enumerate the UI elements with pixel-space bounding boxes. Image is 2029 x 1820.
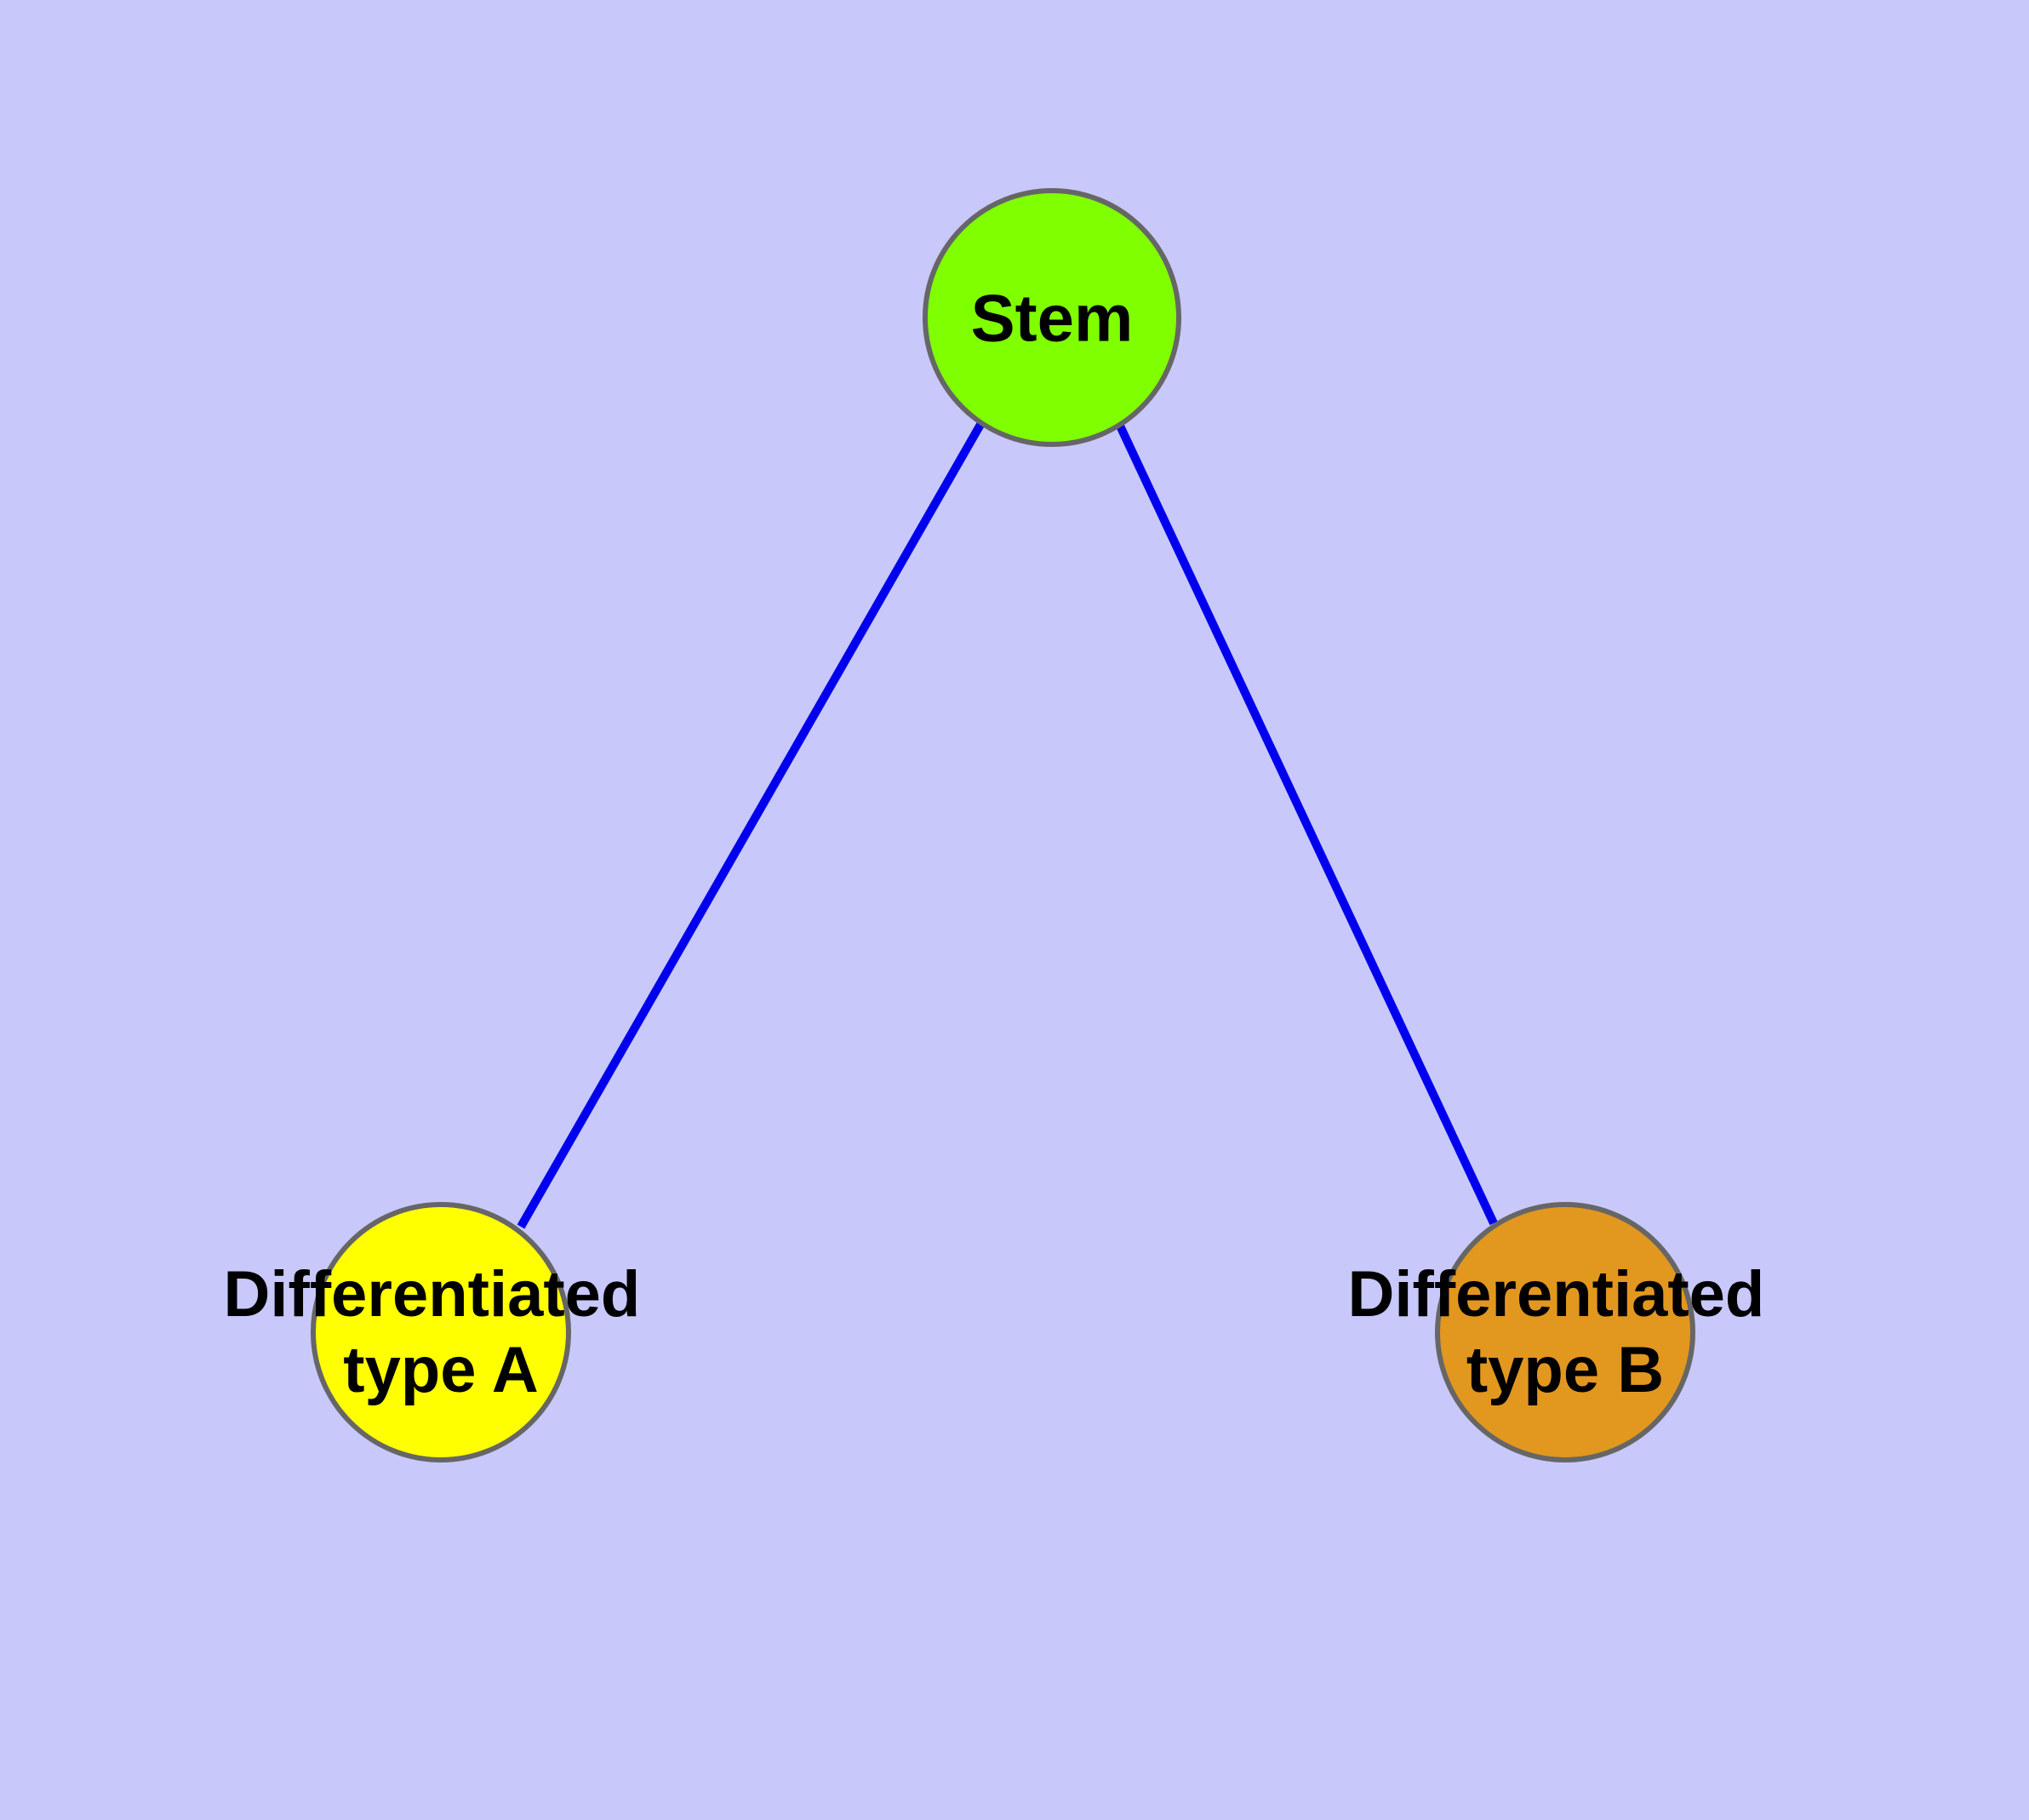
node-label-stem-line-1: Stem xyxy=(971,280,1134,355)
node-label-stem: Stem xyxy=(971,280,1134,355)
edge-stem-to-differentiated-type-a xyxy=(517,421,986,1229)
node-label-differentiated-type-b-line-1: Differentiated xyxy=(1348,1258,1765,1331)
node-label-differentiated-type-b: Differentiated type B xyxy=(1348,1254,1783,1406)
node-circle-differentiated-type-b[interactable] xyxy=(1435,1202,1695,1462)
node-circle-differentiated-type-a[interactable] xyxy=(311,1202,571,1462)
node-label-differentiated-type-a-line-1: Differentiated xyxy=(224,1258,641,1331)
nodes-layer xyxy=(311,188,1695,1462)
labels-layer: Stem Differentiated type A Differentiate… xyxy=(224,280,1783,1406)
node-label-differentiated-type-a: Differentiated type A xyxy=(224,1254,659,1406)
node-circle-stem[interactable] xyxy=(923,188,1181,447)
edges-layer xyxy=(517,420,1498,1229)
node-label-differentiated-type-b-line-2: type B xyxy=(1466,1334,1664,1406)
node-label-differentiated-type-a-line-2: type A xyxy=(343,1334,538,1406)
edge-stem-to-differentiated-type-b xyxy=(1114,420,1498,1226)
